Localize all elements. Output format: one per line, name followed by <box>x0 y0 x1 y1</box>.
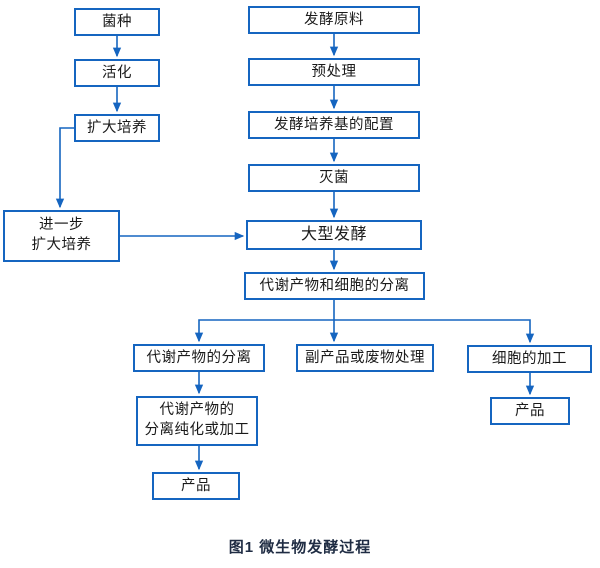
figure-caption: 图1 微生物发酵过程 <box>228 539 372 556</box>
node-sterilization[interactable]: 灭菌 <box>248 164 420 192</box>
node-byproduct-waste[interactable]: 副产品或废物处理 <box>296 344 434 372</box>
node-separation-products-cells[interactable]: 代谢产物和细胞的分离 <box>244 272 425 300</box>
node-activation[interactable]: 活化 <box>74 59 160 87</box>
node-pretreatment[interactable]: 预处理 <box>248 58 420 86</box>
node-raw-material[interactable]: 发酵原料 <box>248 6 420 34</box>
node-further-expand-culture[interactable]: 进一步 扩大培养 <box>3 210 120 262</box>
node-product-left[interactable]: 产品 <box>152 472 240 500</box>
node-strain[interactable]: 菌种 <box>74 8 160 36</box>
node-product-right[interactable]: 产品 <box>490 397 570 425</box>
node-expand-culture[interactable]: 扩大培养 <box>74 114 160 142</box>
node-large-fermentation[interactable]: 大型发酵 <box>246 220 422 250</box>
arrow-separation-to-cell <box>334 319 535 344</box>
node-metabolite-separation[interactable]: 代谢产物的分离 <box>133 344 265 372</box>
node-medium-preparation[interactable]: 发酵培养基的配置 <box>248 111 420 139</box>
node-cell-processing[interactable]: 细胞的加工 <box>467 345 592 373</box>
arrow-separation-to-metabolite <box>194 300 335 343</box>
node-metabolite-purification[interactable]: 代谢产物的 分离纯化或加工 <box>136 396 258 446</box>
